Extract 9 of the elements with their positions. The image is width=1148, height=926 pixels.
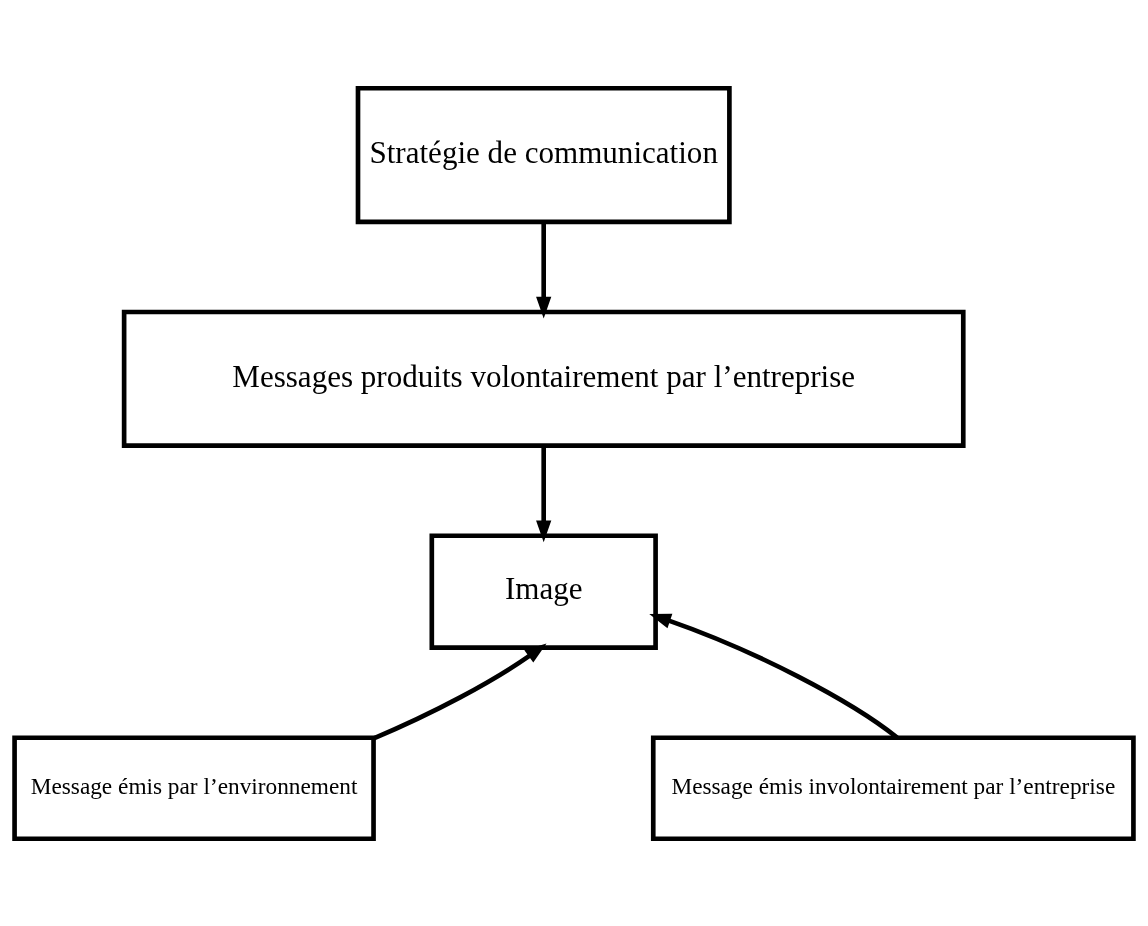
node-box: Message émis involontairement par l’entreprise — [650, 734, 1136, 841]
arrow — [649, 613, 899, 739]
arrow — [372, 643, 547, 740]
node-box: Stratégie de communication — [355, 85, 732, 224]
node-box: Image — [429, 532, 658, 650]
node-box: Messages produits volontairement par l’entreprise — [121, 309, 966, 448]
arrow — [536, 221, 552, 319]
arrow — [536, 445, 552, 542]
node-box: Message émis par l’environnement — [12, 734, 376, 841]
